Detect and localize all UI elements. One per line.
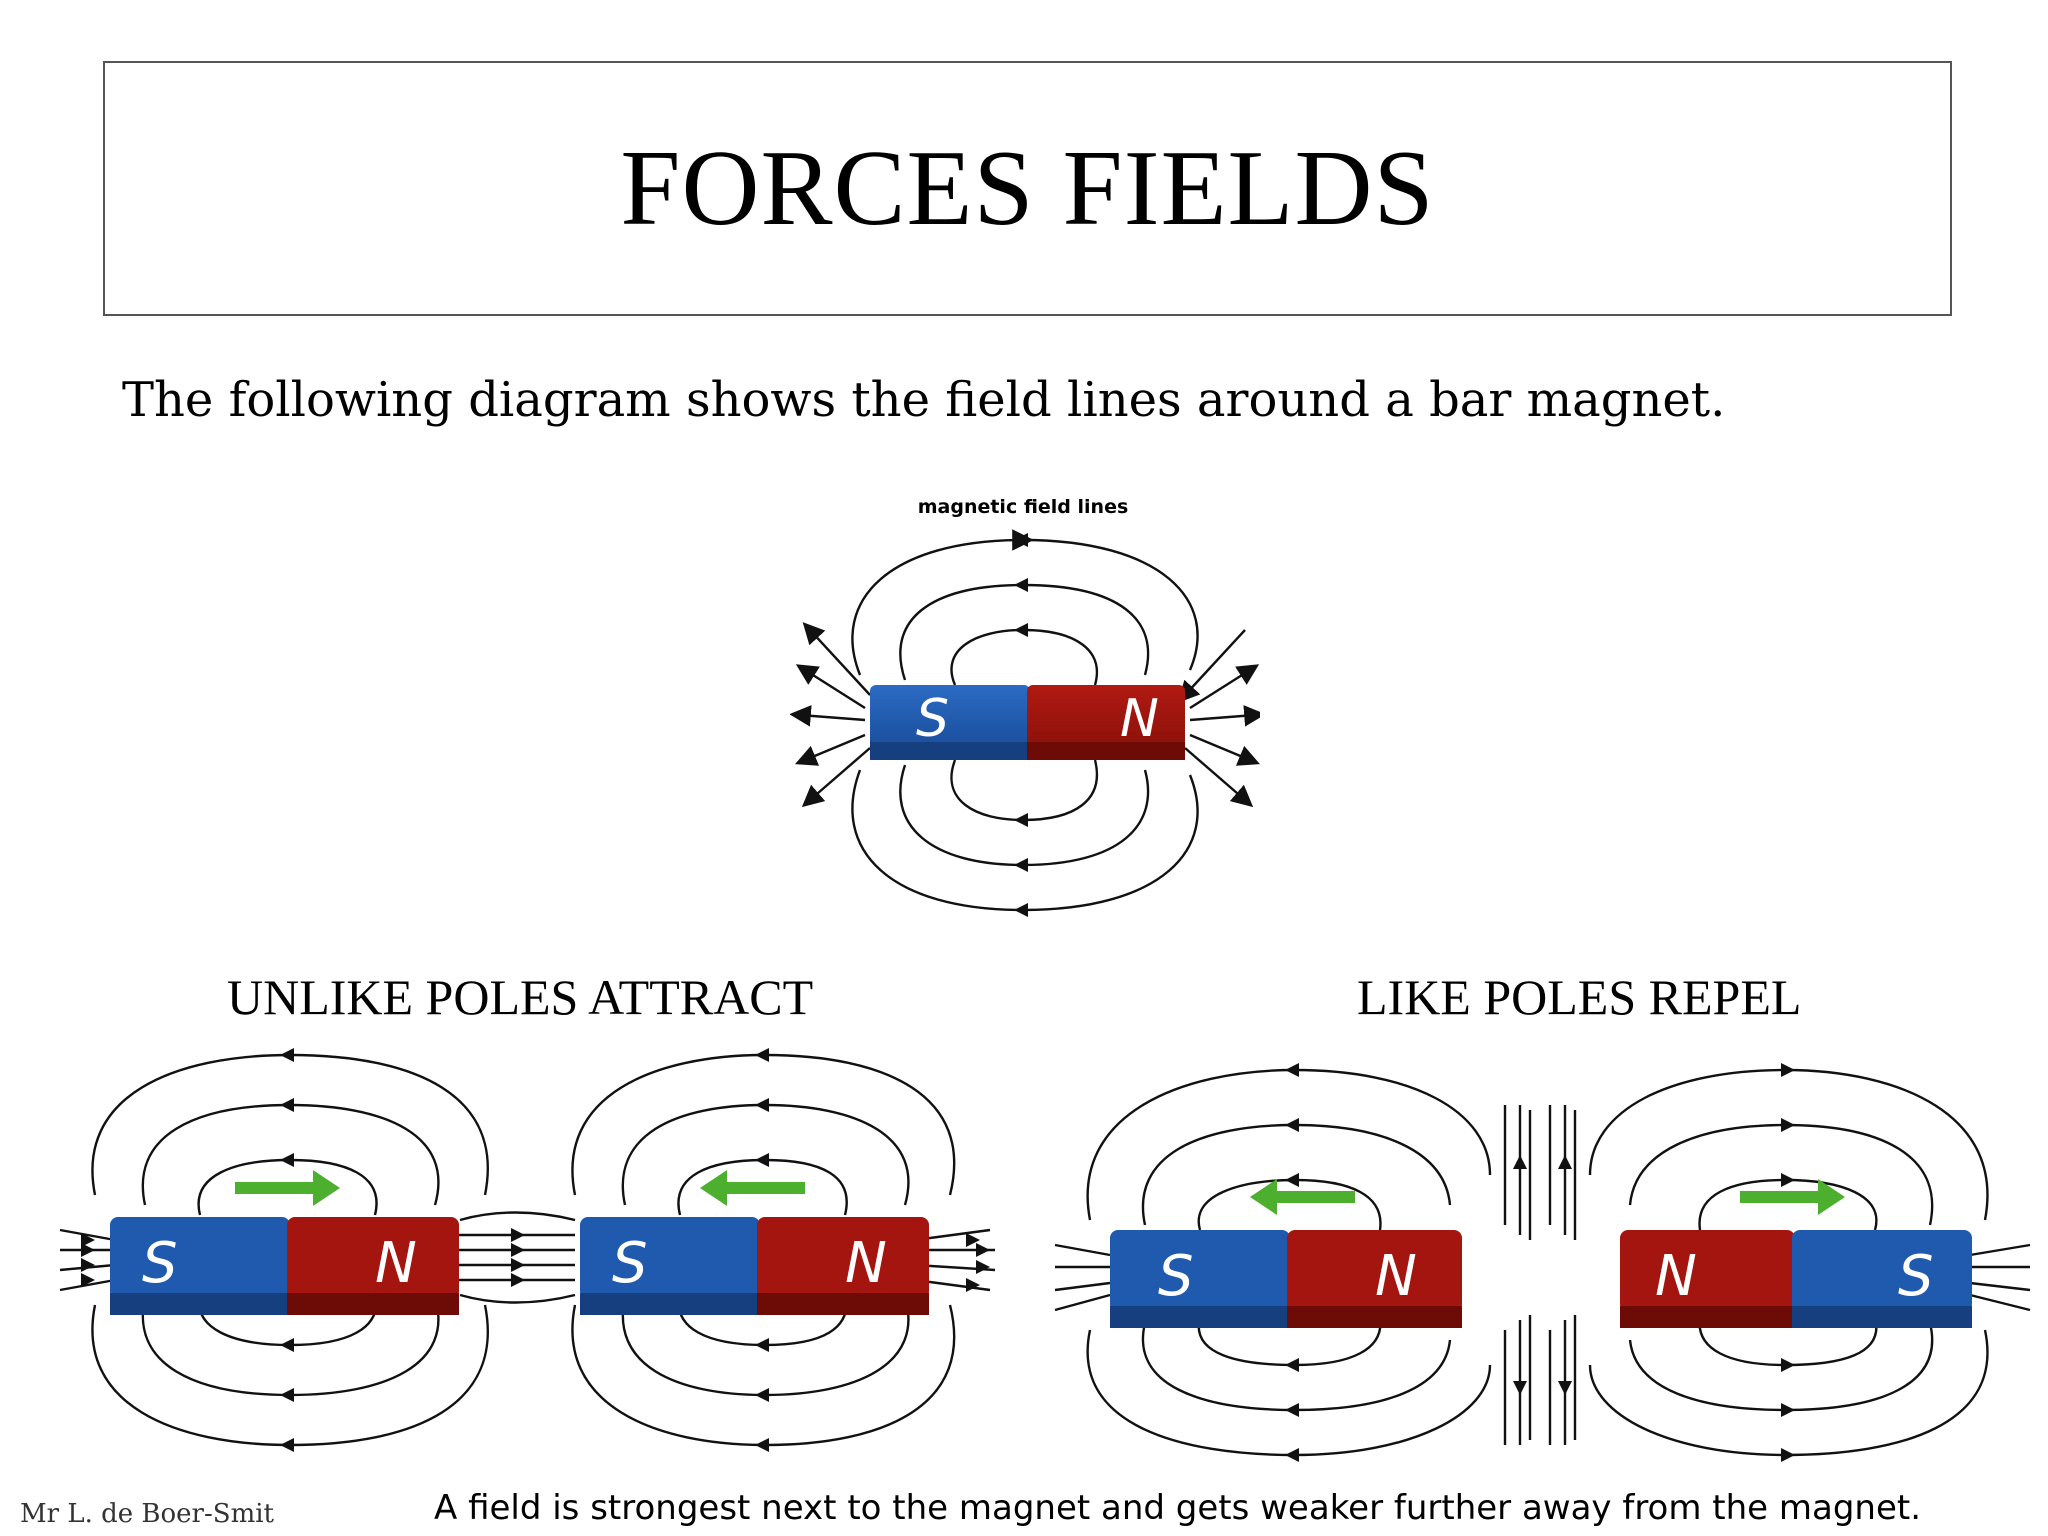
like-poles-heading: LIKE POLES REPEL bbox=[1357, 969, 1802, 1025]
north-pole bbox=[1287, 1230, 1462, 1312]
south-pole bbox=[1110, 1230, 1290, 1312]
north-pole bbox=[1027, 685, 1185, 747]
like-magnet-left: S N bbox=[1110, 1230, 1462, 1328]
north-pole bbox=[757, 1217, 929, 1299]
unlike-poles-heading: UNLIKE POLES ATTRACT bbox=[227, 969, 814, 1025]
south-pole-label: S bbox=[1158, 1244, 1194, 1309]
attract-arrows bbox=[235, 1170, 805, 1206]
north-pole bbox=[287, 1217, 459, 1299]
field-lines-label: magnetic field lines bbox=[918, 496, 1129, 518]
south-pole-label: S bbox=[612, 1231, 648, 1296]
north-pole-label: N bbox=[845, 1231, 887, 1296]
north-pole-label: N bbox=[375, 1231, 417, 1296]
right-arrow-icon bbox=[235, 1170, 340, 1206]
north-pole-label: N bbox=[1655, 1244, 1697, 1309]
north-pole-label: N bbox=[1120, 689, 1159, 749]
like-magnet-right: N S bbox=[1620, 1230, 1972, 1328]
field-arrowheads bbox=[1014, 533, 1028, 917]
like-poles-diagram: S N N S bbox=[1054, 1063, 2031, 1462]
south-pole-label: S bbox=[916, 689, 949, 749]
author-credit: Mr L. de Boer-Smit bbox=[20, 1499, 274, 1529]
south-pole-label: S bbox=[142, 1231, 178, 1296]
south-pole bbox=[110, 1217, 290, 1299]
north-pole-label: N bbox=[1375, 1244, 1417, 1309]
like-arrowheads bbox=[1285, 1063, 1795, 1462]
repel-arrows bbox=[1250, 1179, 1845, 1215]
bar-magnet: S N bbox=[870, 685, 1185, 760]
south-pole bbox=[580, 1217, 760, 1299]
right-arrow-icon bbox=[1740, 1179, 1845, 1215]
unlike-arrowheads bbox=[81, 1048, 990, 1452]
footer-note: A field is strongest next to the magnet … bbox=[434, 1488, 1922, 1528]
south-pole bbox=[870, 685, 1030, 747]
north-pole bbox=[1620, 1230, 1795, 1312]
unlike-magnet-right: S N bbox=[580, 1217, 929, 1315]
unlike-magnet-left: S N bbox=[110, 1217, 459, 1315]
south-pole bbox=[1792, 1230, 1972, 1312]
left-arrow-icon bbox=[700, 1170, 805, 1206]
south-pole-label: S bbox=[1898, 1244, 1934, 1309]
intro-text: The following diagram shows the field li… bbox=[122, 372, 1726, 428]
single-magnet-diagram: magnetic field lines S N bbox=[790, 496, 1260, 917]
page-title: FORCES FIELDS bbox=[620, 128, 1435, 248]
title-box: FORCES FIELDS bbox=[103, 61, 1952, 316]
unlike-poles-diagram: S N S N bbox=[59, 1048, 996, 1452]
left-arrow-icon bbox=[1250, 1179, 1355, 1215]
